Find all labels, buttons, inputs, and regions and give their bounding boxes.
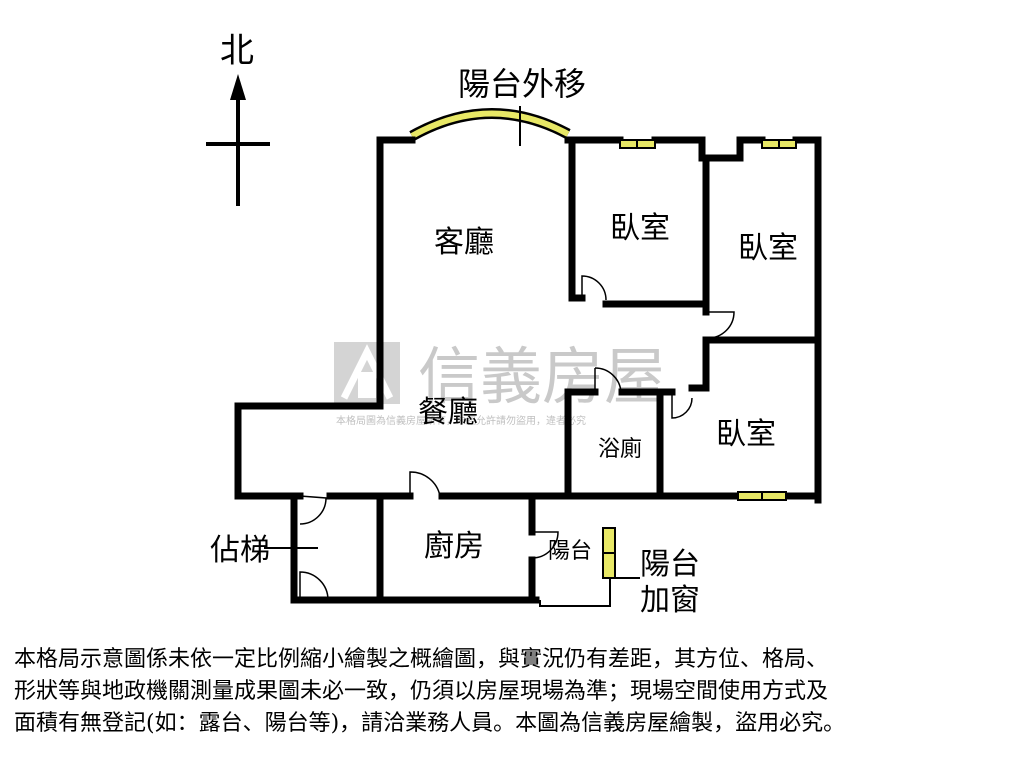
- label-dining-room: 餐廳: [418, 395, 478, 430]
- label-balcony: 陽台: [548, 539, 592, 564]
- door-bedroom2: [706, 311, 735, 339]
- door-stair-lower: [299, 571, 329, 601]
- label-bedroom-2: 臥室: [738, 231, 798, 266]
- disclaimer: 本格局示意圖係未依一定比例縮小繪製之概繪圖，與實況仍有差距，其方位、格局、 形狀…: [14, 644, 1014, 740]
- label-balcony-window-2: 加窗: [640, 583, 700, 618]
- label-balcony-window-1: 陽台: [640, 547, 700, 582]
- door-stair-upper: [299, 495, 327, 525]
- label-kitchen: 廚房: [424, 529, 484, 564]
- door-kitchen: [409, 471, 441, 497]
- doors: [299, 275, 735, 601]
- watermark-notice: 本格局圖為信義房屋所有，未經允許請勿盜用，違者必究: [336, 414, 586, 427]
- disclaimer-line-2: 形狀等與地政機關測量成果圖未必一致，仍須以房屋現場為準；現場空間使用方式及: [14, 679, 829, 704]
- balcony-outline: [539, 578, 611, 607]
- label-living-room: 客廳: [434, 225, 494, 260]
- label-balcony-extension: 陽台外移: [458, 65, 586, 103]
- north-arrow-icon: [206, 74, 270, 206]
- windows: [602, 139, 797, 579]
- watermark-logo-icon: [334, 342, 400, 404]
- label-bedroom-1: 臥室: [610, 211, 670, 246]
- watermark-brand: 信義房屋: [418, 340, 666, 413]
- door-balcony: [531, 531, 559, 559]
- north-label: 北: [220, 31, 254, 71]
- floor-plan: 信義房屋 本格局圖為信義房屋所有，未經允許請勿盜用，違者必究 北: [206, 31, 822, 618]
- watermark: 信義房屋 本格局圖為信義房屋所有，未經允許請勿盜用，違者必究: [334, 340, 666, 427]
- door-bedroom1: [581, 275, 607, 301]
- door-bedroom3: [671, 392, 693, 419]
- disclaimer-line-1: 本格局示意圖係未依一定比例縮小繪製之概繪圖，與實況仍有差距，其方位、格局、: [14, 647, 829, 672]
- disclaimer-line-3: 面積有無登記(如：露台、陽台等)，請洽業務人員。本圖為信義房屋繪製，盜用必究。: [14, 711, 846, 736]
- door-bathroom: [594, 367, 622, 393]
- walls: [234, 136, 822, 604]
- label-bathroom: 浴廁: [598, 437, 642, 462]
- label-stair-encroach: 佔梯: [210, 533, 270, 568]
- label-bedroom-3: 臥室: [716, 417, 776, 452]
